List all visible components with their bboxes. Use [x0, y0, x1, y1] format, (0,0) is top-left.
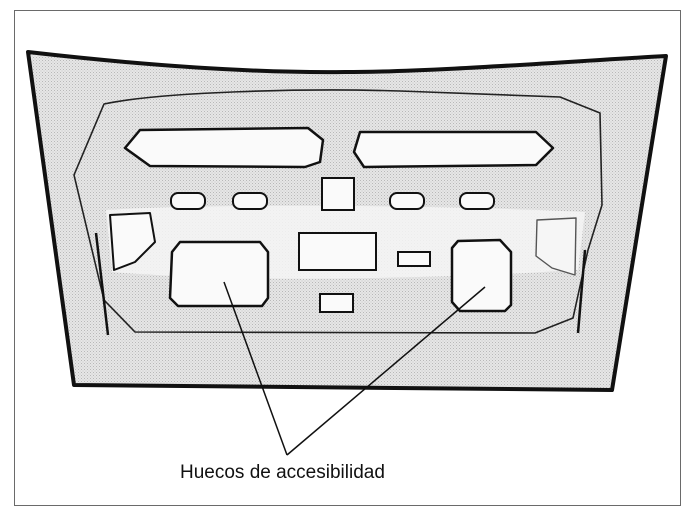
right-side-line: [576, 249, 587, 334]
right-side-hole: [535, 217, 577, 276]
left-side-hole: [109, 212, 156, 271]
upper-right-slot: [352, 130, 555, 169]
center-square-hole: [321, 177, 355, 211]
oval-hole-3: [389, 192, 425, 210]
oval-hole-1: [170, 192, 206, 210]
small-rect-hole: [397, 251, 431, 267]
center-rect-hole: [298, 232, 377, 271]
leader-line-right: [286, 286, 486, 456]
lower-rect-hole: [319, 293, 354, 313]
leader-line-left: [223, 281, 288, 456]
oval-hole-4: [459, 192, 495, 210]
oval-hole-2: [232, 192, 268, 210]
access-hole-right: [450, 238, 513, 313]
inner-frame: [73, 89, 603, 334]
left-side-line: [94, 232, 110, 336]
figure-caption: Huecos de accesibilidad: [180, 462, 385, 483]
upper-left-slot: [123, 126, 325, 169]
access-hole-left: [168, 240, 270, 308]
